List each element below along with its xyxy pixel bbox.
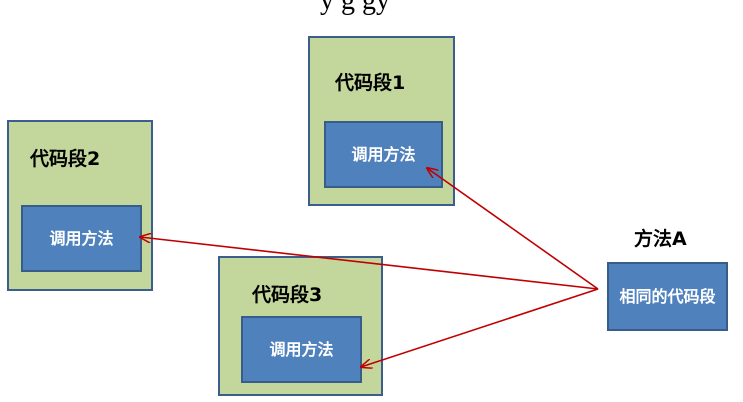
code-segment-2: 代码段2 调用方法 bbox=[7, 120, 153, 291]
header-text-fragment: y g gy bbox=[320, 0, 743, 15]
code-segment-2-title: 代码段2 bbox=[30, 148, 101, 170]
code-segment-1-call-method-box: 调用方法 bbox=[324, 121, 443, 188]
code-segment-1-title: 代码段1 bbox=[335, 72, 406, 94]
code-segment-3: 代码段3 调用方法 bbox=[218, 256, 383, 396]
code-segment-3-call-method-box: 调用方法 bbox=[241, 316, 362, 383]
code-segment-1: 代码段1 调用方法 bbox=[308, 36, 455, 206]
code-segment-2-call-method-box: 调用方法 bbox=[21, 205, 142, 272]
method-a-title: 方法A bbox=[634, 228, 687, 250]
arrow-to-code-segment-3 bbox=[361, 288, 599, 367]
code-segment-3-title: 代码段3 bbox=[252, 284, 323, 306]
method-a-body-box: 相同的代码段 bbox=[607, 262, 728, 331]
